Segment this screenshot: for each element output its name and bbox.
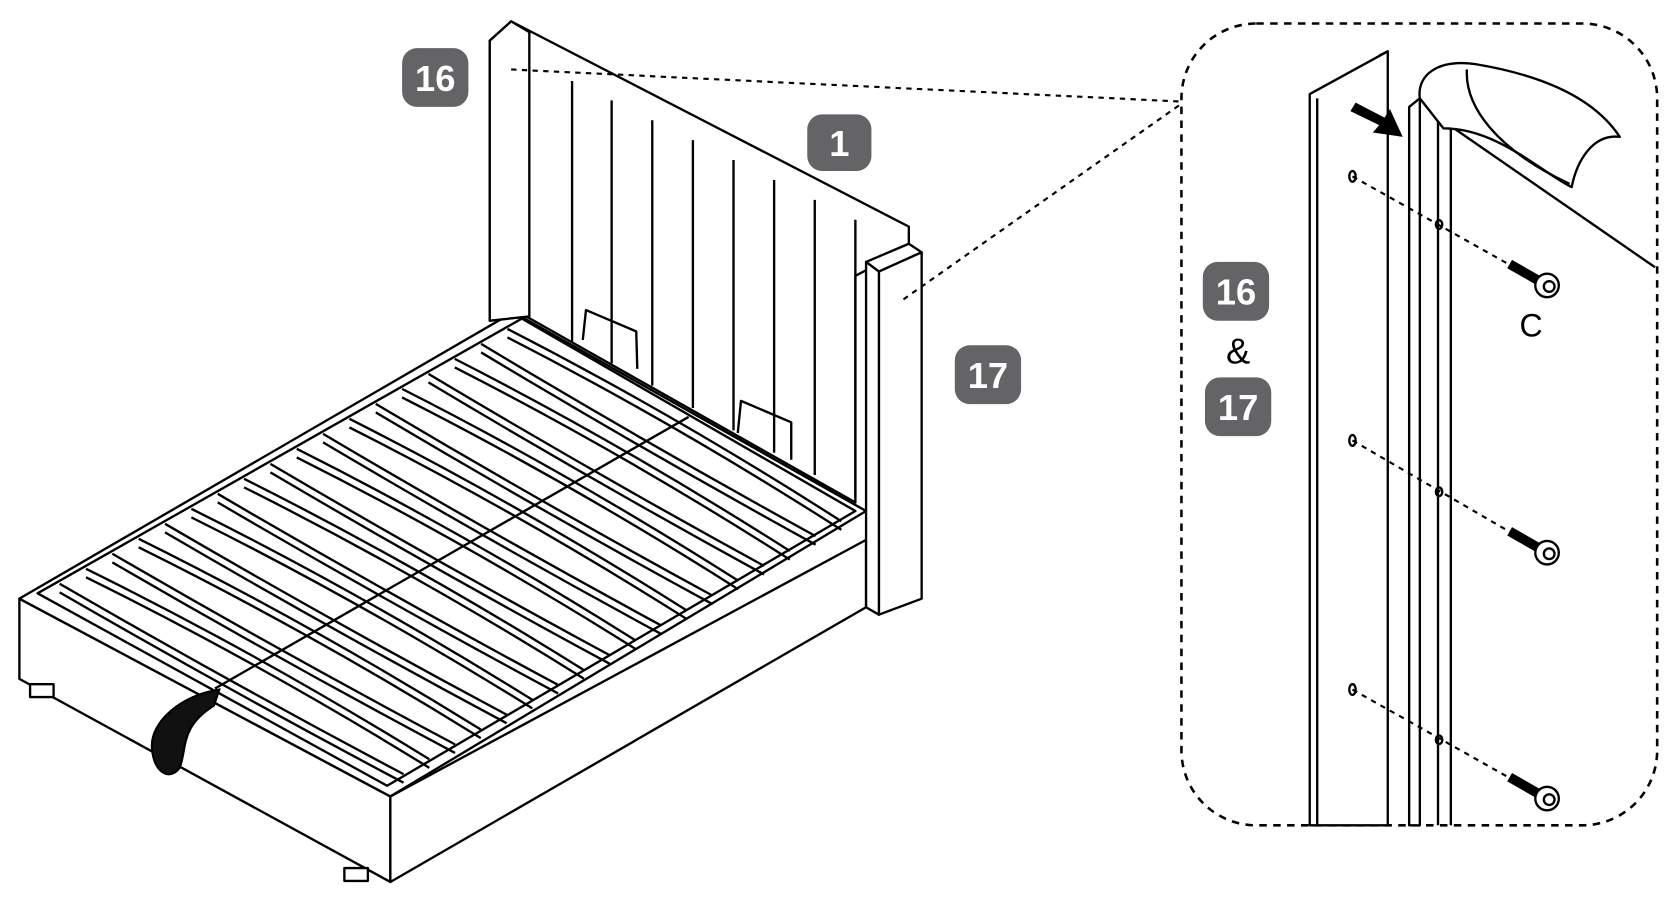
slat-edge xyxy=(243,486,585,680)
slat-edge xyxy=(296,456,636,650)
slat xyxy=(506,327,842,523)
slat xyxy=(217,492,559,686)
screw-path xyxy=(1351,439,1525,541)
slat-edge xyxy=(190,516,533,710)
screw-socket xyxy=(1542,547,1556,561)
center-rail xyxy=(214,415,690,690)
pilot-hole xyxy=(1348,169,1357,183)
slat xyxy=(348,417,688,612)
slat xyxy=(164,522,508,716)
headboard xyxy=(488,20,911,504)
pilot-hole xyxy=(1434,734,1444,746)
pilot-hole xyxy=(1434,486,1444,498)
svg-text:17: 17 xyxy=(1218,387,1258,428)
screw-path xyxy=(1351,688,1525,787)
pilot-hole xyxy=(1348,433,1357,447)
slat-edge xyxy=(454,366,791,561)
svg-text:17: 17 xyxy=(968,355,1008,396)
slat-edge xyxy=(427,381,765,576)
fabric-flap xyxy=(1418,61,1621,189)
slat-edge xyxy=(506,336,842,531)
slat xyxy=(454,357,791,553)
leader-line-16 xyxy=(511,68,1182,103)
hardware-label-c: C xyxy=(1519,308,1542,344)
arrow-icon xyxy=(1350,102,1403,137)
slat-edge xyxy=(348,426,688,621)
badge-detail-17: 17 xyxy=(1204,377,1272,437)
slat xyxy=(427,372,765,567)
svg-text:16: 16 xyxy=(415,58,455,99)
slat xyxy=(59,582,405,776)
screw-socket xyxy=(1542,279,1556,294)
bed-base xyxy=(18,310,868,884)
slat xyxy=(375,402,714,597)
slat-edge xyxy=(85,576,430,769)
slat-edge xyxy=(59,591,405,784)
pull-strap xyxy=(150,688,221,776)
screw-c-icon xyxy=(1507,259,1542,286)
slat xyxy=(138,537,482,731)
slat xyxy=(401,387,739,582)
slat-edge xyxy=(217,501,559,695)
slat-edge xyxy=(401,396,739,591)
slat xyxy=(243,477,585,672)
badge-part-1: 1 xyxy=(807,114,872,172)
slat-edge xyxy=(269,471,611,665)
screw-socket xyxy=(1542,793,1556,807)
slat-edge xyxy=(164,531,508,725)
screw-c-icon xyxy=(1507,527,1542,553)
slat-edge xyxy=(111,561,456,754)
slat-edge xyxy=(322,441,662,635)
badge-detail-16: 16 xyxy=(1202,261,1270,321)
slat xyxy=(111,552,456,746)
svg-text:1: 1 xyxy=(829,123,849,164)
slat-edge xyxy=(480,351,817,546)
slat xyxy=(85,567,430,761)
slat-edge xyxy=(138,546,482,740)
leader-line-17 xyxy=(902,102,1183,301)
screw-c-icon xyxy=(1507,773,1542,799)
pilot-hole xyxy=(1348,683,1357,697)
detail-inset: C xyxy=(1180,22,1659,827)
side-wing xyxy=(864,242,923,616)
ampersand: & xyxy=(1226,330,1250,371)
slat xyxy=(296,447,636,642)
slat xyxy=(480,342,817,538)
slat xyxy=(269,462,611,657)
screw-path xyxy=(1351,175,1525,274)
svg-text:16: 16 xyxy=(1216,272,1256,313)
badge-part-17: 17 xyxy=(954,345,1022,405)
bed-slats xyxy=(59,327,842,784)
slat-edge xyxy=(375,411,714,606)
slat xyxy=(190,507,533,701)
slat xyxy=(322,432,662,627)
badge-part-16: 16 xyxy=(402,48,469,107)
